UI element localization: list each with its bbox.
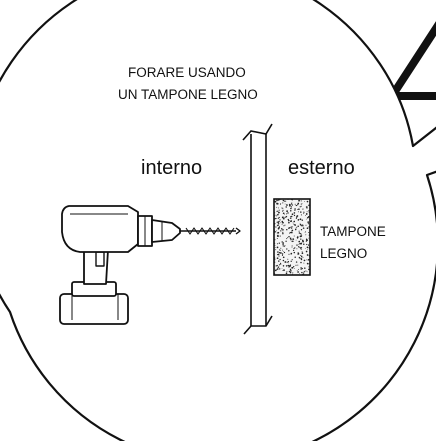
drill-bit: [185, 227, 235, 235]
label-interno: interno: [141, 157, 202, 179]
wood-block-label-2: LEGNO: [320, 246, 367, 261]
warning-triangle-icon: [388, 21, 436, 100]
wall-section: [242, 123, 273, 335]
drill-icon: [59, 205, 241, 325]
instruction-line-2: UN TAMPONE LEGNO: [118, 87, 258, 102]
instruction-line-1: FORARE USANDO: [128, 65, 246, 80]
drill-body: [61, 205, 139, 253]
label-esterno: esterno: [288, 157, 355, 179]
drill-chuck: [151, 219, 181, 243]
wood-block-label-1: TAMPONE: [320, 224, 386, 239]
wood-block: [273, 198, 311, 276]
drill-trigger: [95, 251, 105, 267]
